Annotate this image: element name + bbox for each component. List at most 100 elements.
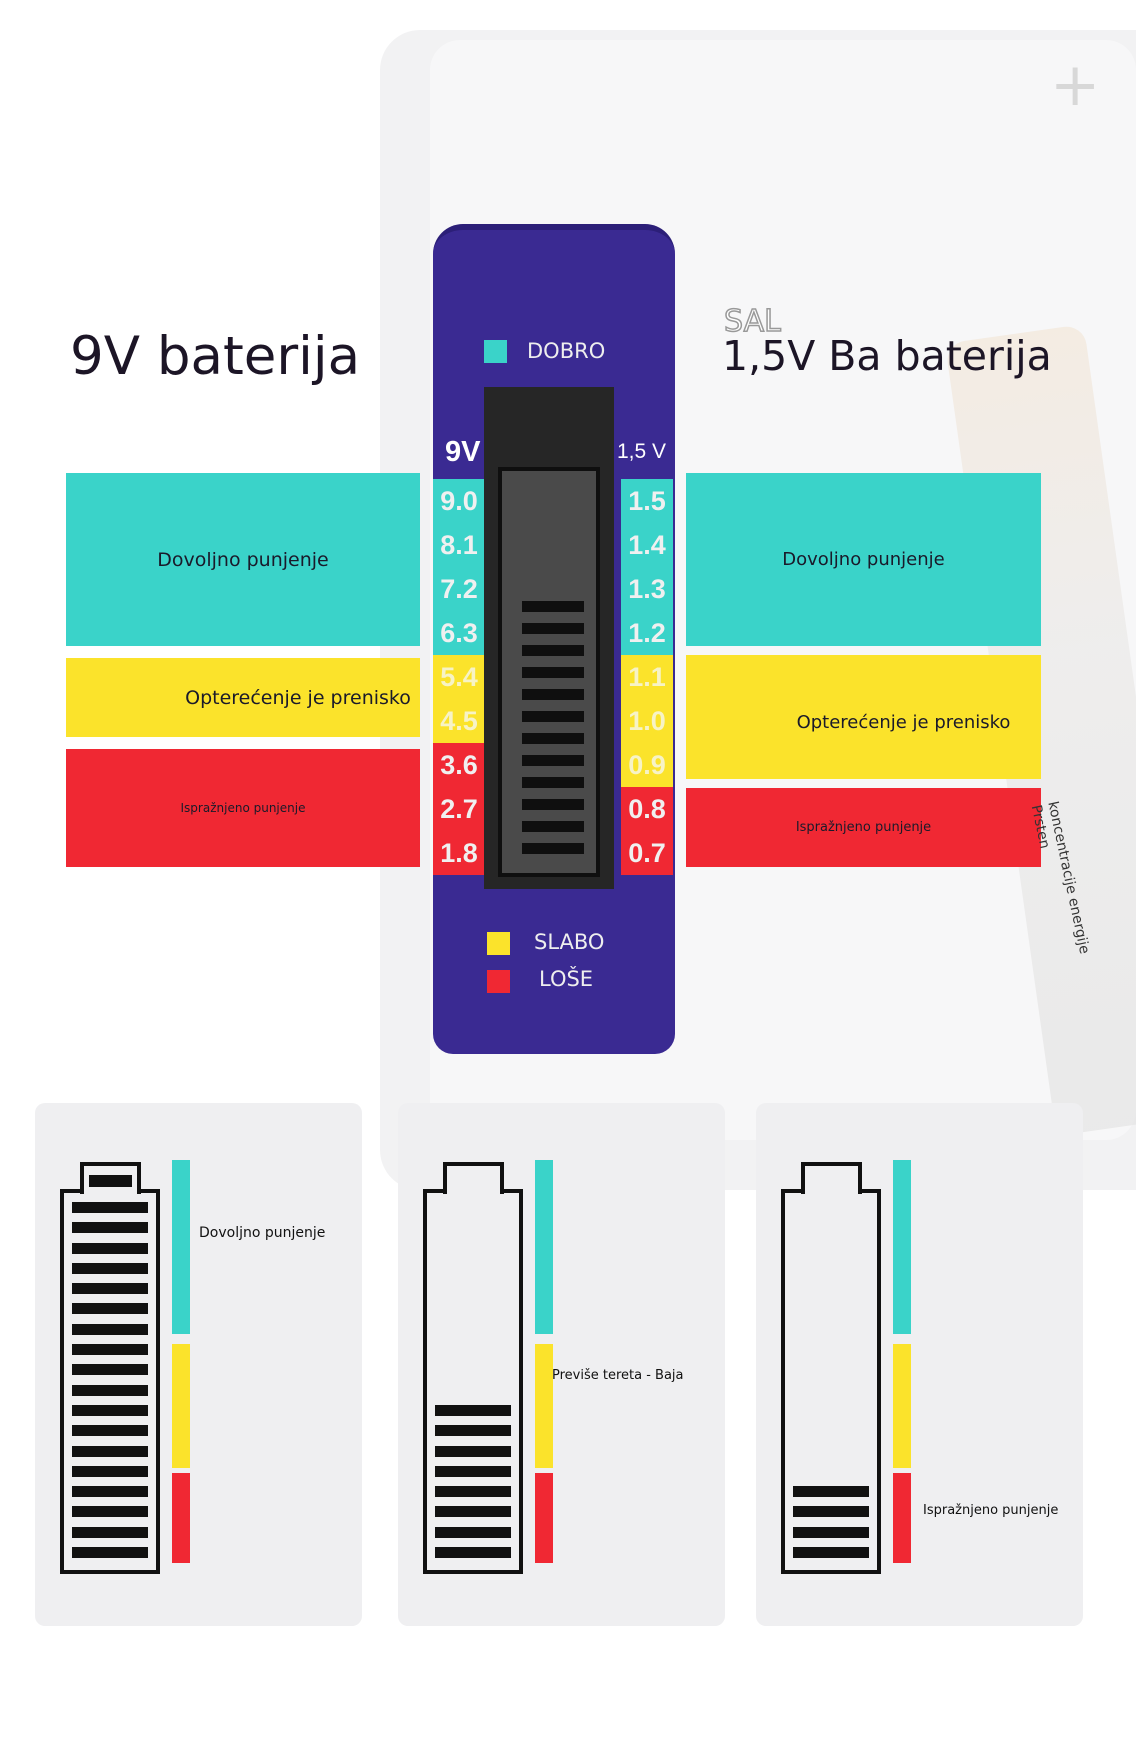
bad-legend-label: LOŠE (539, 967, 594, 991)
battery-level-bar (72, 1262, 148, 1274)
battery-level-bar (72, 1323, 148, 1335)
lcd-bar (522, 689, 584, 700)
lcd-bar (522, 755, 584, 766)
level-strip-cyan (535, 1160, 553, 1334)
battery-level-bar (435, 1547, 511, 1558)
lcd-battery-outline (498, 467, 600, 877)
battery-level-bar (72, 1384, 148, 1396)
level-strip-cyan (893, 1160, 911, 1334)
lcd-bar (522, 733, 584, 744)
lcd-bar (522, 711, 584, 722)
level-strip-red (172, 1473, 190, 1563)
scale-value: 1.5 (621, 479, 673, 523)
battery-level-bar (72, 1404, 148, 1416)
band-label: Ispražnjeno punjenje (795, 820, 932, 835)
battery-level-bar (793, 1486, 869, 1498)
weak-legend-label: SLABO (534, 930, 605, 954)
right-title: 1,5V Ba baterija (722, 332, 1052, 380)
level-strip-red (893, 1473, 911, 1563)
scale-value: 7.2 (433, 567, 485, 611)
battery-level-bar (72, 1486, 148, 1498)
scale-value: 5.4 (433, 655, 485, 699)
lcd-bar (522, 601, 584, 612)
lcd-bar (522, 799, 584, 810)
scale-value: 9.0 (433, 479, 485, 523)
battery-level-bar (72, 1465, 148, 1477)
battery-level-bar (435, 1465, 511, 1477)
lcd-bar (522, 777, 584, 788)
battery-level-bar (72, 1526, 148, 1538)
battery-level-bar (793, 1526, 869, 1538)
scale-value: 1.3 (621, 567, 673, 611)
battery-level-bar (89, 1175, 132, 1187)
level-strip-yellow (172, 1344, 190, 1468)
battery-level-bar (435, 1526, 511, 1538)
card-full: Dovoljno punjenje (35, 1103, 362, 1626)
level-strip-yellow (535, 1344, 553, 1468)
battery-level-bar (72, 1201, 148, 1213)
band-label: Ispražnjeno punjenje (180, 801, 306, 815)
scale-value: 1.2 (621, 611, 673, 655)
lcd-bar (522, 645, 584, 656)
card-label: Dovoljno punjenje (199, 1225, 326, 1241)
plus-icon: + (1050, 50, 1101, 120)
battery-level-bar (72, 1303, 148, 1315)
left-band-good: Dovoljno punjenje (66, 473, 420, 646)
right-band-good: Dovoljno punjenje (686, 473, 1041, 646)
battery-level-bar (435, 1425, 511, 1437)
band-label: Dovoljno punjenje (782, 549, 945, 570)
scale-value: 1.1 (621, 655, 673, 699)
battery-level-bar (435, 1506, 511, 1518)
battery-level-bar (72, 1242, 148, 1254)
band-label: Dovoljno punjenje (157, 548, 329, 571)
level-strip-red (535, 1473, 553, 1563)
good-legend-label: DOBRO (527, 339, 606, 363)
right-band-bad: Ispražnjeno punjenje (686, 788, 1041, 867)
level-strip-cyan (172, 1160, 190, 1334)
battery-level-bar (435, 1486, 511, 1498)
battery-icon (60, 1162, 160, 1574)
card-label: Ispražnjeno punjenje (923, 1503, 1059, 1518)
battery-cap (443, 1162, 504, 1194)
level-strip-yellow (893, 1344, 911, 1468)
battery-level-bar (72, 1425, 148, 1437)
battery-level-bar (72, 1506, 148, 1518)
band-label: Opterećenje je prenisko (796, 711, 1011, 733)
battery-level-bar (72, 1222, 148, 1234)
battery-icon (781, 1162, 881, 1574)
card-weak: Previše tereta - Baja (398, 1103, 725, 1626)
scale-value: 0.8 (621, 787, 673, 831)
scale-value: 2.7 (433, 787, 485, 831)
card-empty: Ispražnjeno punjenje (756, 1103, 1083, 1626)
lcd-bar (522, 821, 584, 832)
battery-icon (423, 1162, 523, 1574)
scale-value: 3.6 (433, 743, 485, 787)
right-band-weak: Opterećenje je prenisko (686, 655, 1041, 779)
scale-value: 1.4 (621, 523, 673, 567)
battery-level-bar (72, 1283, 148, 1295)
scale-value: 1.8 (433, 831, 485, 875)
left-band-bad: Ispražnjeno punjenje (66, 749, 420, 867)
lcd-bar (522, 623, 584, 634)
scale-value: 6.3 (433, 611, 485, 655)
9v-header: 9V (445, 436, 481, 468)
battery-level-bar (72, 1344, 148, 1355)
left-title: 9V baterija (70, 326, 361, 387)
scale-value: 8.1 (433, 523, 485, 567)
bad-legend-swatch (487, 970, 510, 993)
battery-level-bar (72, 1364, 148, 1376)
band-label: Opterećenje je prenisko (185, 686, 411, 709)
scale-value: 1.0 (621, 699, 673, 743)
1-5v-header: 1,5 V (617, 440, 667, 463)
left-band-weak: Opterećenje je prenisko (66, 658, 420, 737)
battery-level-bar (72, 1547, 148, 1558)
battery-level-bar (793, 1547, 869, 1558)
lcd-bar (522, 843, 584, 854)
battery-cap (801, 1162, 862, 1194)
scale-value: 4.5 (433, 699, 485, 743)
lcd-window (484, 387, 614, 889)
battery-level-bar (435, 1404, 511, 1416)
